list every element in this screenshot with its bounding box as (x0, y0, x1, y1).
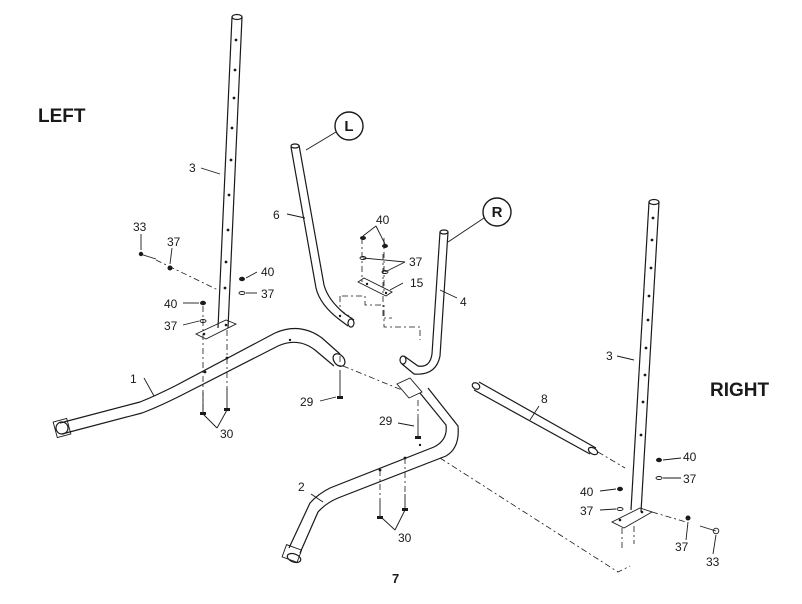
bracket-15 (357, 277, 393, 297)
label-part-30-left: 30 (220, 427, 234, 441)
label-part-3-left: 3 (189, 161, 196, 175)
label-part-2: 2 (298, 480, 305, 494)
left-side-label: LEFT (38, 106, 86, 127)
callout-right-marker: R (482, 197, 512, 227)
label-part-4: 4 (460, 295, 467, 309)
left-base-tube (52, 327, 346, 439)
right-side-tube-4 (399, 229, 449, 375)
label-part-40-right-upper: 40 (683, 450, 697, 464)
label-part-8: 8 (541, 392, 548, 406)
label-part-37-left-lower: 37 (164, 319, 178, 333)
label-part-40-left-upper: 40 (261, 265, 275, 279)
leader-lines (140, 131, 717, 555)
part-labels: 3 6 4 15 40 37 1 33 37 40 37 40 37 30 29… (130, 161, 720, 569)
callout-right-text: R (492, 204, 503, 221)
callout-left-text: L (344, 118, 353, 135)
right-hardware (616, 457, 720, 535)
label-part-37-left-upper: 37 (261, 287, 275, 301)
label-part-1: 1 (130, 372, 137, 386)
callout-left-marker: L (334, 111, 364, 141)
right-upright-post (610, 198, 660, 548)
label-part-3-right: 3 (606, 349, 613, 363)
label-part-33-right: 33 (706, 555, 720, 569)
label-part-29-right: 29 (379, 414, 393, 428)
label-part-6: 6 (273, 208, 280, 222)
label-part-37-left-bolt: 37 (167, 235, 181, 249)
label-part-40-left-lower: 40 (164, 297, 178, 311)
right-base-tube (281, 377, 459, 564)
left-hardware (138, 251, 246, 415)
left-upright-post (194, 13, 243, 340)
label-part-37-right-lower: 37 (580, 504, 594, 518)
left-side-tube-6 (290, 143, 355, 328)
label-part-33-left: 33 (133, 220, 147, 234)
center-hardware (337, 236, 421, 519)
label-part-40-right-lower: 40 (580, 485, 594, 499)
label-part-37-right-bolt: 37 (675, 540, 689, 554)
label-part-37-right-upper: 37 (683, 472, 697, 486)
label-part-30-right: 30 (398, 531, 412, 545)
label-part-37-center: 37 (409, 255, 423, 269)
cross-tube-8 (471, 381, 626, 469)
label-part-40-center: 40 (376, 213, 390, 227)
right-side-label: RIGHT (710, 380, 770, 401)
label-part-15: 15 (410, 276, 424, 290)
page-number: 7 (392, 571, 400, 586)
label-part-29-left: 29 (300, 395, 314, 409)
